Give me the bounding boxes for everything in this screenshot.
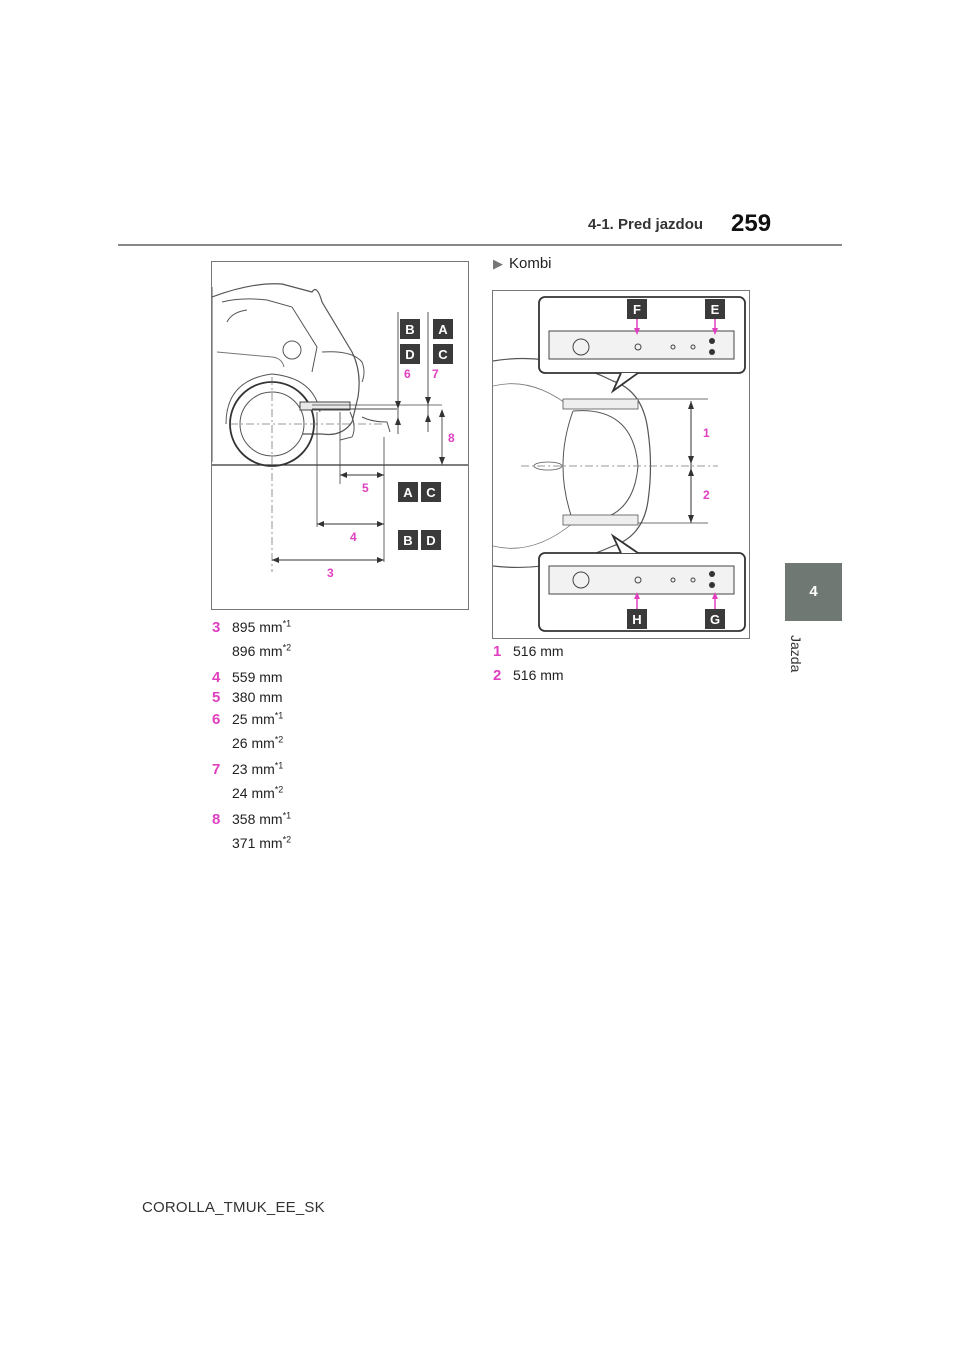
rear-diagram-svg: 6 7 8 5 4 3 B A D C A C B D: [212, 283, 468, 580]
badge-e: E: [705, 299, 725, 319]
badge-c-mid: C: [421, 482, 441, 502]
badge-d-top: D: [400, 344, 420, 364]
badge-h: H: [627, 609, 647, 629]
badge-g: G: [705, 609, 725, 629]
svg-text:H: H: [632, 612, 641, 627]
dim-label-7: 7: [432, 367, 439, 381]
svg-text:G: G: [710, 612, 720, 627]
dim-label-3: 3: [327, 566, 334, 580]
chapter-label: Jazda: [788, 635, 804, 673]
svg-text:A: A: [438, 322, 448, 337]
caption-triangle-icon: ▶: [493, 256, 503, 271]
dim-label-5: 5: [362, 481, 369, 495]
svg-text:F: F: [633, 302, 641, 317]
svg-text:A: A: [403, 485, 413, 500]
svg-text:D: D: [405, 347, 414, 362]
svg-text:B: B: [403, 533, 412, 548]
spec-row: 371 mm*2: [232, 834, 292, 851]
chapter-label-wrap: Jazda: [786, 635, 810, 695]
page-number: 259: [731, 210, 772, 237]
front-tow-hook-diagram: 1 2 F E H G: [492, 290, 750, 639]
spec-row: 26 mm*2: [232, 734, 284, 751]
dim-label-2: 2: [703, 488, 710, 502]
figure-caption-kombi: ▶ Kombi: [493, 255, 552, 272]
badge-b-top: B: [400, 319, 420, 339]
svg-text:C: C: [426, 485, 436, 500]
rear-tow-hook-diagram: 6 7 8 5 4 3 B A D C A C B D: [211, 261, 469, 610]
svg-text:D: D: [426, 533, 435, 548]
dim-label-6: 6: [404, 367, 411, 381]
front-diagram-svg: 1 2 F E H G: [493, 296, 746, 632]
badge-f: F: [627, 299, 647, 319]
chapter-number: 4: [809, 583, 818, 600]
spec-row: 24 mm*2: [232, 784, 284, 801]
svg-text:B: B: [405, 322, 414, 337]
dim-label-4: 4: [350, 530, 357, 544]
chapter-tab[interactable]: 4: [785, 563, 842, 621]
document-code: COROLLA_TMUK_EE_SK: [142, 1199, 325, 1216]
badge-d-low: D: [421, 530, 441, 550]
dim-label-1: 1: [703, 426, 710, 440]
caption-text: Kombi: [509, 255, 552, 272]
section-title: 4-1. Pred jazdou: [588, 216, 704, 233]
spec-row: 896 mm*2: [232, 642, 292, 659]
badge-b-low: B: [398, 530, 418, 550]
badge-a-mid: A: [398, 482, 418, 502]
dim-label-8: 8: [448, 431, 455, 445]
svg-text:E: E: [711, 302, 720, 317]
badge-a-top: A: [433, 319, 453, 339]
svg-text:C: C: [438, 347, 448, 362]
badge-c-top: C: [433, 344, 453, 364]
header-divider: [118, 244, 842, 246]
